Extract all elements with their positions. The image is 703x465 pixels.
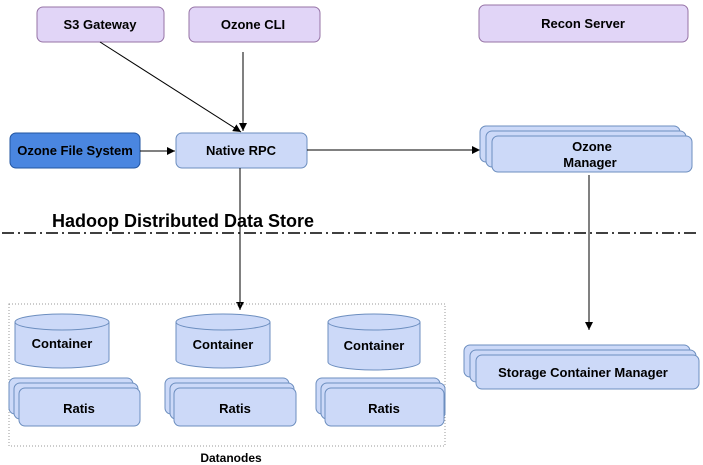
container-label-2: Container [193,337,254,352]
ozone-manager-label-line1: Ozone [572,139,612,154]
ozone-manager-label-line2: Manager [563,155,616,170]
recon-server-node: Recon Server [478,4,689,43]
ratis-label-2: Ratis [219,401,251,416]
datanode-2: Container Ratis [164,313,297,427]
s3-gateway-label: S3 Gateway [64,17,138,32]
datanode-3: Container Ratis [315,313,446,427]
native-rpc-label: Native RPC [206,143,277,158]
datanodes-caption: Datanodes [200,451,262,465]
ratis-label-1: Ratis [63,401,95,416]
datanode-1: Container Ratis [8,313,141,427]
s3-gateway-node: S3 Gateway [36,6,165,43]
ozone-file-system-label: Ozone File System [17,143,133,158]
ozone-manager-node: Ozone Manager [479,125,693,173]
container-cylinder-3: Container [327,313,421,371]
container-label-1: Container [32,336,93,351]
native-rpc-node: Native RPC [175,132,308,169]
ratis-stack-3: Ratis [315,377,446,427]
container-label-3: Container [344,338,405,353]
section-title: Hadoop Distributed Data Store [52,211,314,231]
storage-container-manager-node: Storage Container Manager [463,344,700,390]
ratis-label-3: Ratis [368,401,400,416]
ozone-file-system-node: Ozone File System [9,132,141,169]
storage-container-manager-label: Storage Container Manager [498,365,668,380]
ratis-stack-2: Ratis [164,377,297,427]
container-cylinder-2: Container [175,313,271,369]
recon-server-label: Recon Server [541,16,625,31]
container-cylinder-1: Container [14,313,110,369]
ozone-cli-node: Ozone CLI [188,6,321,43]
edge-s3-to-rpc [99,41,242,133]
datanodes-group [8,303,446,447]
ratis-stack-1: Ratis [8,377,141,427]
ozone-cli-label: Ozone CLI [221,17,285,32]
